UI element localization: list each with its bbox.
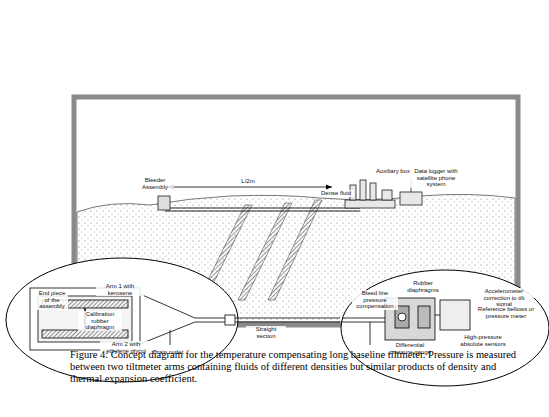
part-label: Data logger with satellite phone system (410, 168, 462, 188)
part-label: L/2m (232, 178, 264, 185)
part-label: Dense fluid (318, 190, 354, 197)
part-label: High-pressure absolute sensors (454, 334, 512, 347)
part-label: Reference bellows or pressure meter (476, 306, 536, 319)
part-label: Arm 1 with kerosene (96, 283, 144, 296)
part-label: Rubber diaphragms (400, 280, 446, 293)
part-label: Calibration rubber diaphragm (78, 311, 122, 331)
part-label: Auxiliary box (372, 168, 414, 175)
part-label: End piece of the assembly (36, 290, 68, 310)
figure-caption: Figure 4: Concept diagram for the temper… (70, 349, 525, 385)
part-label: Bleed line pressure compensation (352, 290, 398, 310)
part-label: Bleeder Assembly (136, 177, 174, 190)
part-label: Accelerometer correction to tilt signal (474, 288, 534, 308)
part-label: Straight section (246, 326, 286, 339)
